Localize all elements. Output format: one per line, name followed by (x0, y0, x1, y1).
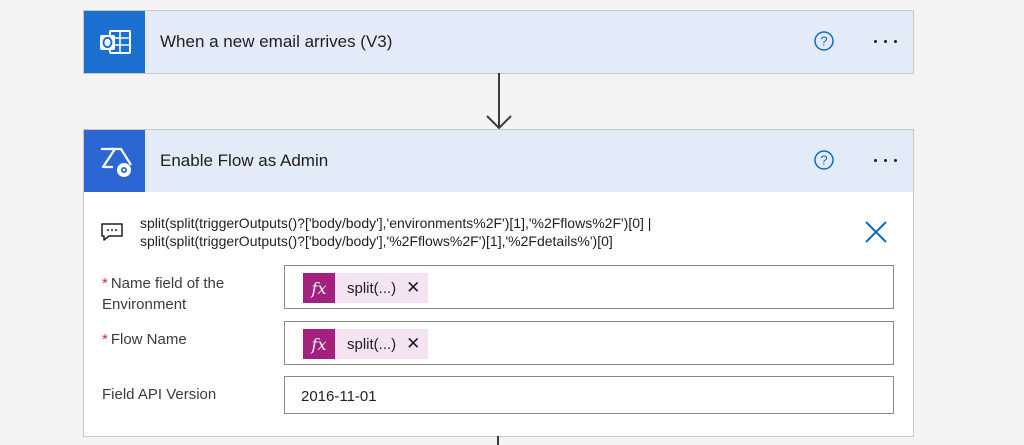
action-title: Enable Flow as Admin (160, 151, 329, 170)
api-version-value[interactable]: 2016-11-01 (301, 388, 377, 405)
more-options-icon[interactable] (874, 40, 897, 43)
expression-token[interactable]: fx split(...) ✕ (303, 273, 429, 303)
connector-line (497, 436, 499, 445)
field-label-text: Environment (102, 296, 187, 313)
comment-icon[interactable] (100, 222, 124, 242)
expression-token[interactable]: fx split(...) ✕ (303, 329, 429, 359)
token-label: split(...) (347, 279, 397, 297)
action-card-header[interactable]: Enable Flow as Admin ? (84, 130, 913, 192)
field-label-environment: *Name field of the Environment (102, 273, 224, 315)
comment-line: split(split(triggerOutputs()?['body/body… (140, 233, 613, 249)
api-version-field[interactable]: 2016-11-01 (284, 376, 894, 414)
field-label-api-version: Field API Version (102, 384, 216, 405)
field-label-text: Name field of the (110, 275, 225, 292)
environment-field[interactable]: fx split(...) ✕ (284, 265, 894, 309)
trigger-title: When a new email arrives (V3) (160, 32, 393, 51)
remove-token-icon[interactable]: ✕ (406, 278, 421, 297)
flow-name-field[interactable]: fx split(...) ✕ (284, 321, 894, 365)
help-icon[interactable]: ? (814, 150, 834, 170)
action-card[interactable]: Enable Flow as Admin ? split(split(trigg… (83, 129, 914, 437)
field-label-flow-name: *Flow Name (102, 329, 187, 350)
action-card-body: split(split(triggerOutputs()?['body/body… (84, 192, 913, 439)
required-marker: * (102, 275, 108, 292)
more-options-icon[interactable] (874, 159, 897, 162)
connector-arrow-icon (486, 73, 512, 130)
field-label-text: Field API Version (102, 386, 217, 403)
flow-admin-icon (84, 130, 145, 192)
help-icon[interactable]: ? (814, 31, 834, 51)
svg-text:?: ? (820, 34, 827, 49)
field-label-text: Flow Name (110, 331, 187, 348)
required-marker: * (102, 331, 108, 348)
fx-icon: fx (303, 273, 335, 303)
comment-line: split(split(triggerOutputs()?['body/body… (140, 215, 652, 231)
token-label: split(...) (347, 335, 397, 353)
trigger-card-header[interactable]: When a new email arrives (V3) ? (84, 11, 913, 73)
remove-token-icon[interactable]: ✕ (406, 334, 421, 353)
close-icon[interactable] (862, 218, 890, 246)
trigger-card[interactable]: When a new email arrives (V3) ? (83, 10, 914, 74)
comment-text[interactable]: split(split(triggerOutputs()?['body/body… (140, 214, 790, 250)
svg-text:?: ? (820, 153, 827, 168)
fx-icon: fx (303, 329, 335, 359)
outlook-icon (84, 11, 145, 73)
